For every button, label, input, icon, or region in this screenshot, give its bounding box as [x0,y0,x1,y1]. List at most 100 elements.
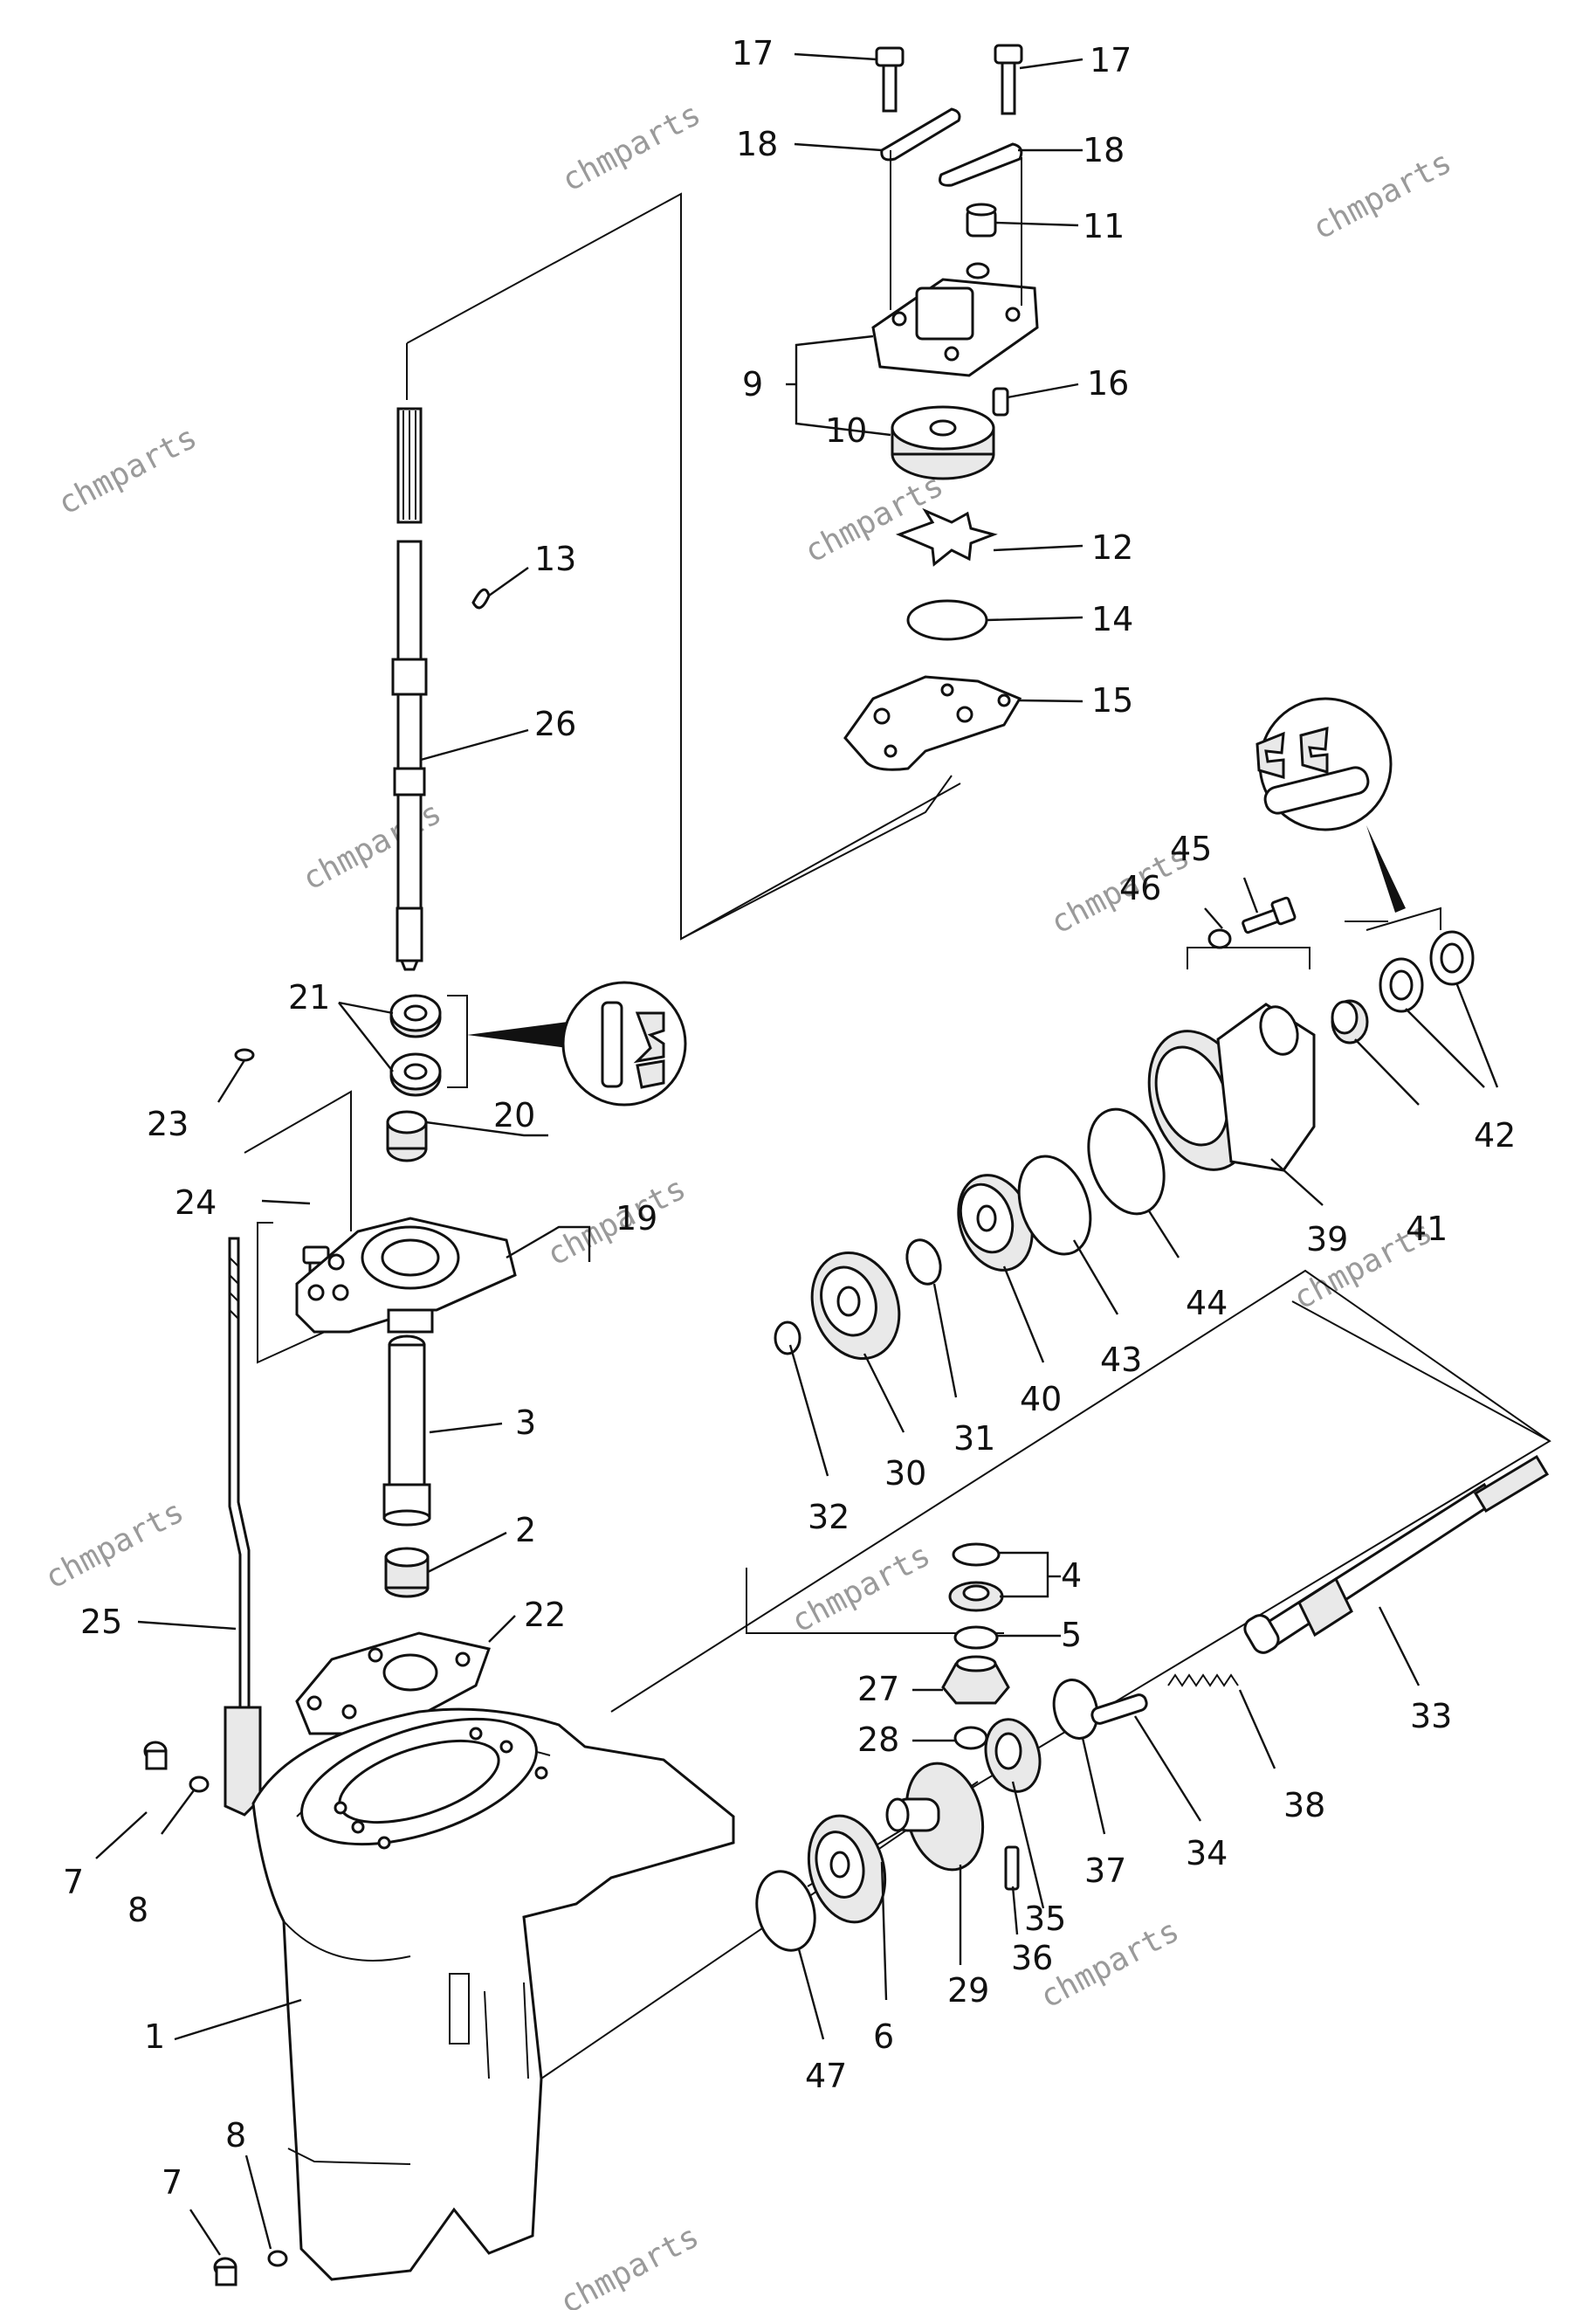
spring-38 [1167,1673,1239,1687]
shim-31 [905,1238,942,1286]
bolt-17-right [994,44,1023,115]
guide-line [257,1222,354,1364]
callout-37: 37 [1084,1851,1126,1890]
o-ring-14 [906,599,988,641]
guide-line [680,775,953,940]
plate-18-right [939,142,1023,187]
insert-cartridge-10 [891,405,995,480]
callout-25: 25 [80,1603,122,1641]
watermark-text: chmparts [52,419,203,522]
callout-38: 38 [1283,1786,1325,1824]
drive-shaft-housing-3 [382,1334,431,1527]
upper-casing-19 [234,1048,517,1334]
guide-line [610,1269,1551,1887]
callout-47: 47 [805,2057,847,2095]
seal-detail-inset [561,981,687,1107]
washer-8-upper [189,1776,210,1793]
callout-45: 45 [1170,830,1212,868]
watermark-text: chmparts [556,96,706,199]
callout-17-right: 17 [1090,41,1132,79]
callout-41: 41 [1406,1210,1448,1248]
watermark-layer: chmparts chmparts chmparts chmparts chmp… [39,96,1457,2310]
guide-line [244,1090,352,1231]
oil-seals-42 [1379,930,1475,1013]
bushing-detail-inset [1255,697,1406,913]
washer-46-bolt-45 [1207,896,1297,949]
callout-22: 22 [524,1596,566,1634]
callout-8-upper: 8 [127,1891,148,1929]
callout-24: 24 [175,1183,217,1222]
screw-7-lower [213,2257,237,2286]
callout-28: 28 [857,1720,899,1759]
watermark-text: chmparts [39,1493,189,1596]
gasket-22 [295,1631,491,1735]
nut-28 [953,1726,988,1750]
shift-rod-25 [224,1237,262,1817]
shift-plunger-34 [1090,1693,1148,1725]
o-ring-44 [1087,1107,1166,1216]
guide-line [1291,1300,1551,1442]
callout-31: 31 [953,1419,995,1458]
callout-labels: 17 17 18 18 11 9 16 10 12 14 15 13 26 45… [63,34,1516,2202]
callout-18-right: 18 [1083,131,1125,169]
bearing-6 [807,1814,887,1924]
callout-7-lower: 7 [162,2163,182,2202]
callout-21: 21 [288,978,330,1017]
callout-18-left: 18 [736,125,778,163]
oil-seal-41 [1331,999,1369,1045]
gasket-15 [843,675,1022,771]
callout-40: 40 [1020,1380,1062,1418]
collar-11 [966,203,997,279]
callout-4: 4 [1061,1556,1082,1595]
callout-44: 44 [1186,1284,1228,1322]
circlip-32 [774,1320,801,1355]
propeller-shaft-33 [1243,1454,1550,1654]
callout-34: 34 [1186,1834,1228,1872]
watermark-text: chmparts [297,795,447,898]
lower-casing-1 [251,1707,735,2281]
dog-clutch-35 [984,1718,1042,1793]
callout-15: 15 [1091,681,1133,720]
callout-9: 9 [742,365,763,403]
callout-17-left: 17 [732,34,774,72]
pin-16 [992,387,1009,417]
callout-6: 6 [873,2017,894,2056]
plate-18-left [880,107,961,162]
callout-13: 13 [534,540,576,578]
callout-32: 32 [808,1498,850,1536]
leader-lines [95,52,1499,2256]
callout-1: 1 [144,2017,165,2056]
callout-30: 30 [884,1454,926,1493]
bushing-2 [384,1547,430,1598]
washer-8-lower [267,2250,288,2267]
guide-line [406,192,961,941]
shim-5 [953,1625,999,1650]
callout-36: 36 [1011,1939,1053,1977]
callout-2: 2 [515,1511,536,1549]
callout-33: 33 [1410,1697,1452,1735]
impeller-12 [895,507,998,567]
bolt-17-left [875,46,905,113]
callout-19: 19 [616,1199,657,1238]
callout-29: 29 [947,1971,989,2010]
bearings-21 [389,981,687,1107]
ring-47 [755,1870,816,1952]
callout-8-lower: 8 [225,2116,246,2155]
watermark-text: chmparts [554,2218,705,2310]
callout-3: 3 [515,1403,536,1442]
callout-26: 26 [534,705,576,743]
callout-10: 10 [825,411,867,450]
watermark-text: chmparts [799,467,949,570]
callout-35: 35 [1024,1900,1066,1938]
callout-43: 43 [1100,1341,1142,1379]
guide-line [1187,947,1311,969]
callout-46: 46 [1119,869,1161,907]
pinion-bearing-4 [948,1542,1004,1612]
drive-shaft-26 [391,407,491,971]
callout-42: 42 [1474,1116,1516,1155]
callout-20: 20 [493,1096,535,1134]
reverse-gear-29 [885,1762,985,1872]
callout-39: 39 [1306,1220,1348,1258]
bearing-40 [957,1174,1034,1272]
